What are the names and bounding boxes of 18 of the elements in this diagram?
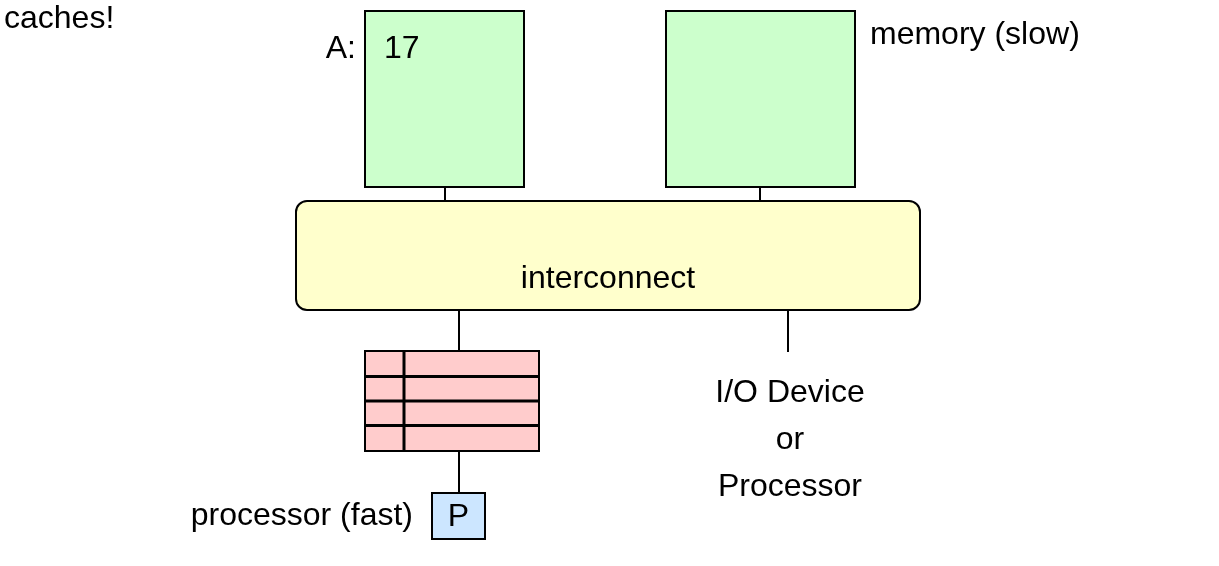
box-label: P bbox=[446, 498, 471, 534]
caption-label: memory (slow) bbox=[870, 16, 1080, 52]
caption-label: processor (fast) bbox=[190, 497, 413, 533]
memory-box bbox=[364, 10, 525, 188]
interconnect-box bbox=[295, 200, 921, 311]
connector-line bbox=[787, 310, 789, 353]
device-label: I/O Device or Processor bbox=[714, 372, 866, 505]
box-label: interconnect bbox=[519, 259, 697, 295]
box-label: 17 bbox=[384, 30, 420, 66]
connector-line bbox=[444, 187, 446, 201]
caption-label: A: bbox=[325, 30, 356, 66]
connector-line bbox=[458, 310, 460, 351]
connector-line bbox=[458, 451, 460, 493]
cache-block bbox=[364, 350, 540, 452]
processor-box bbox=[431, 492, 486, 540]
connector-line bbox=[759, 187, 761, 201]
memory-box bbox=[665, 10, 856, 188]
heading-text: caches! bbox=[4, 0, 115, 36]
